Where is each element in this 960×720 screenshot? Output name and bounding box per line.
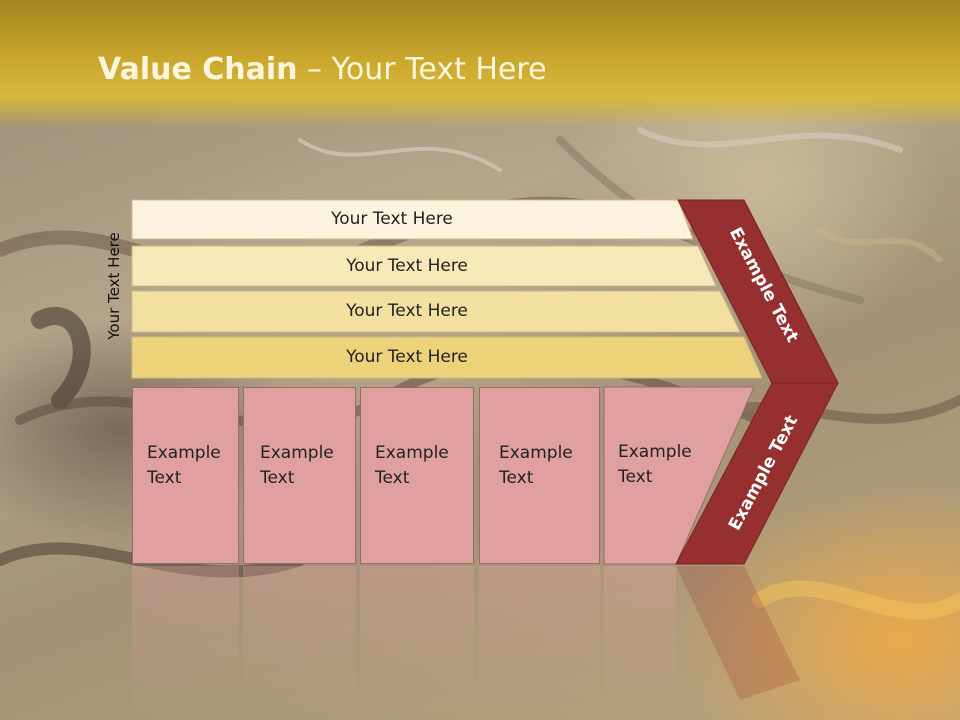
activity-cell-2: Example Text: [360, 387, 474, 564]
cell-2-line1: Example: [375, 443, 449, 463]
activity-cell-0: Example Text: [132, 387, 239, 564]
activity-cell-4: Example Text: [604, 387, 724, 564]
reflection-4: [604, 566, 676, 716]
title-rest: – Your Text Here: [297, 52, 547, 87]
band-label-2: Your Text Here: [346, 301, 468, 321]
band-0: Your Text Here: [132, 200, 672, 238]
band-3: Your Text Here: [132, 338, 702, 376]
cell-1-line2: Text: [260, 468, 295, 488]
cell-2-line2: Text: [375, 468, 410, 488]
slide-title: Value Chain – Your Text Here: [98, 52, 547, 87]
band-label-1: Your Text Here: [346, 256, 468, 276]
cell-4-line2: Text: [618, 467, 653, 487]
band-label-3: Your Text Here: [346, 347, 468, 367]
header-band: [0, 0, 960, 128]
title-bold: Value Chain: [98, 52, 298, 87]
activity-cell-3: Example Text: [479, 387, 600, 564]
reflection-0: [132, 566, 239, 716]
reflection-2: [360, 566, 474, 716]
cell-0-line2: Text: [147, 468, 182, 488]
band-1: Your Text Here: [132, 247, 702, 285]
cell-3-line1: Example: [499, 443, 573, 463]
cell-1-line1: Example: [260, 443, 334, 463]
band-2: Your Text Here: [132, 292, 702, 330]
cell-0-line1: Example: [147, 443, 221, 463]
cell-4-line1: Example: [618, 442, 692, 462]
reflection-3: [479, 566, 600, 716]
reflection-1: [243, 566, 356, 716]
cell-3-line2: Text: [499, 468, 534, 488]
band-label-0: Your Text Here: [331, 209, 453, 229]
chevron-lower-segment: [675, 382, 839, 565]
activity-cell-1: Example Text: [243, 387, 356, 564]
